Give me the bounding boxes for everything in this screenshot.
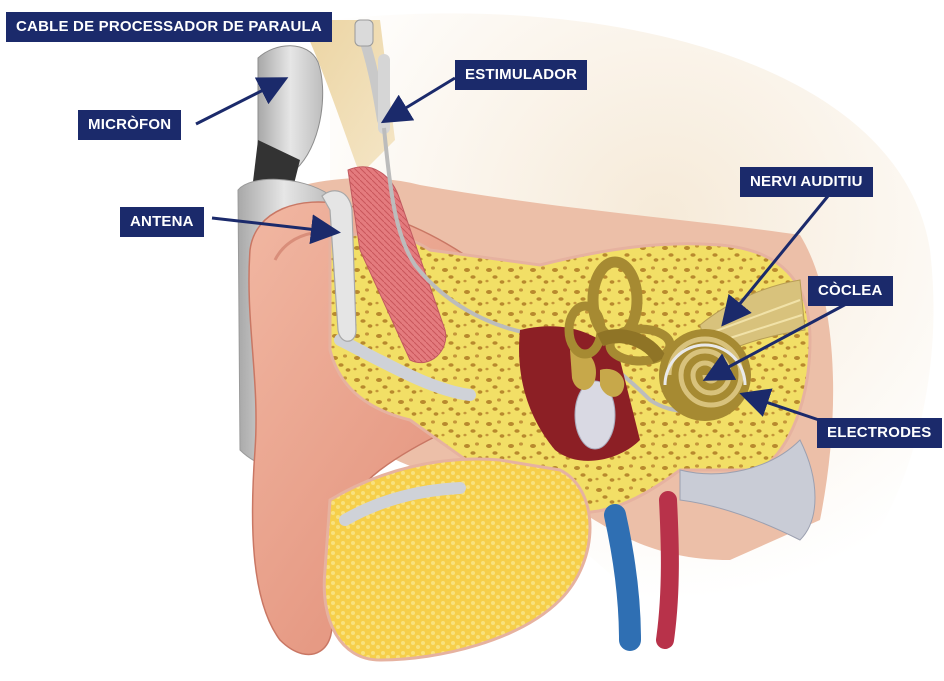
label-stimulator: ESTIMULADOR	[455, 60, 587, 90]
label-electrodes: ELECTRODES	[817, 418, 942, 448]
label-auditory-nerve: NERVI AUDITIU	[740, 167, 873, 197]
label-speech-processor-cable: CABLE DE PROCESSADOR DE PARAULA	[6, 12, 332, 42]
label-microphone: MICRÒFON	[78, 110, 181, 140]
label-cochlea: CÒCLEA	[808, 276, 893, 306]
label-antenna: ANTENA	[120, 207, 204, 237]
